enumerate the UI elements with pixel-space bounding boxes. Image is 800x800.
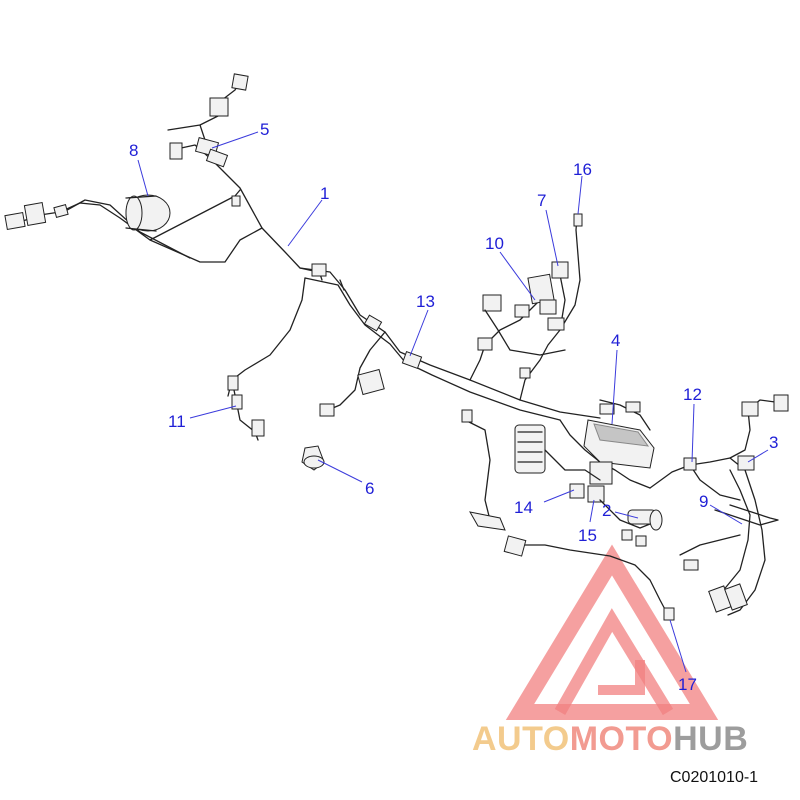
callout-3: 3 bbox=[747, 433, 778, 463]
leader-line bbox=[709, 504, 743, 525]
upper-center-branch bbox=[469, 213, 583, 401]
watermark-hub: HUB bbox=[673, 720, 748, 758]
leader-line bbox=[543, 489, 575, 503]
callout-label: 13 bbox=[416, 292, 435, 311]
watermark-auto: AUTO bbox=[472, 720, 570, 758]
callout-label: 17 bbox=[678, 675, 697, 694]
callout-11: 11 bbox=[168, 405, 237, 431]
callout-2: 2 bbox=[602, 501, 639, 520]
watermark-moto: MOTO bbox=[570, 720, 673, 758]
watermark-logo: AUTOMOTOHUB bbox=[472, 544, 748, 758]
document-id: C0201010-1 bbox=[670, 769, 758, 786]
callout-label: 8 bbox=[129, 141, 138, 160]
leader-line bbox=[211, 131, 259, 149]
callout-label: 16 bbox=[573, 160, 592, 179]
main-trunk bbox=[299, 263, 601, 421]
branch-item-13-left bbox=[319, 331, 386, 417]
callout-label: 3 bbox=[769, 433, 778, 452]
item-4-module bbox=[559, 399, 655, 489]
callout-17: 17 bbox=[669, 619, 697, 694]
callout-label: 6 bbox=[365, 479, 374, 498]
svg-text:AUTOMOTOHUB: AUTOMOTOHUB bbox=[472, 720, 748, 758]
callout-label: 5 bbox=[260, 120, 269, 139]
leader-line bbox=[545, 209, 559, 267]
leader-line bbox=[137, 159, 149, 197]
callout-5: 5 bbox=[211, 120, 269, 149]
item-6-clip bbox=[301, 445, 325, 471]
callouts: 1 2 3 4 5 6 7 8 bbox=[129, 120, 778, 694]
leader-line bbox=[614, 511, 639, 519]
callout-8: 8 bbox=[129, 141, 149, 197]
callout-label: 2 bbox=[602, 501, 611, 520]
callout-13: 13 bbox=[409, 292, 435, 357]
callout-label: 11 bbox=[168, 412, 186, 431]
callout-15: 15 bbox=[578, 499, 597, 545]
callout-1: 1 bbox=[287, 184, 329, 247]
callout-label: 7 bbox=[537, 191, 546, 210]
leader-line bbox=[317, 459, 363, 483]
item-2-region bbox=[503, 499, 675, 621]
right-branch bbox=[649, 394, 789, 616]
harness-artwork bbox=[4, 73, 789, 621]
callout-label: 4 bbox=[611, 331, 620, 350]
callout-label: 9 bbox=[699, 492, 708, 511]
branch-item-11 bbox=[227, 277, 306, 441]
leader-line bbox=[589, 499, 595, 523]
leader-line bbox=[189, 405, 237, 419]
watermark-triangle-mark bbox=[505, 544, 719, 720]
leader-line bbox=[611, 349, 618, 425]
leader-line bbox=[747, 449, 769, 463]
callout-label: 1 bbox=[320, 184, 329, 203]
left-branch bbox=[4, 189, 319, 273]
callout-4: 4 bbox=[611, 331, 620, 425]
top-branch bbox=[167, 73, 263, 229]
callout-label: 12 bbox=[683, 385, 702, 404]
items-14-15-cluster bbox=[461, 409, 613, 531]
leader-line bbox=[691, 403, 695, 463]
callout-9: 9 bbox=[699, 492, 743, 525]
callout-6: 6 bbox=[317, 459, 374, 498]
leader-line bbox=[577, 175, 583, 215]
callout-16: 16 bbox=[573, 160, 592, 215]
callout-7: 7 bbox=[537, 191, 559, 267]
callout-10: 10 bbox=[485, 234, 536, 301]
callout-12: 12 bbox=[683, 385, 702, 463]
leader-line bbox=[499, 251, 536, 301]
leader-line bbox=[409, 309, 429, 357]
callout-label: 15 bbox=[578, 526, 597, 545]
leader-line bbox=[669, 619, 687, 673]
callout-label: 10 bbox=[485, 234, 504, 253]
leader-line bbox=[287, 199, 323, 247]
item-8-cylinder bbox=[125, 194, 171, 232]
callout-label: 14 bbox=[514, 498, 533, 517]
callout-14: 14 bbox=[514, 489, 575, 517]
